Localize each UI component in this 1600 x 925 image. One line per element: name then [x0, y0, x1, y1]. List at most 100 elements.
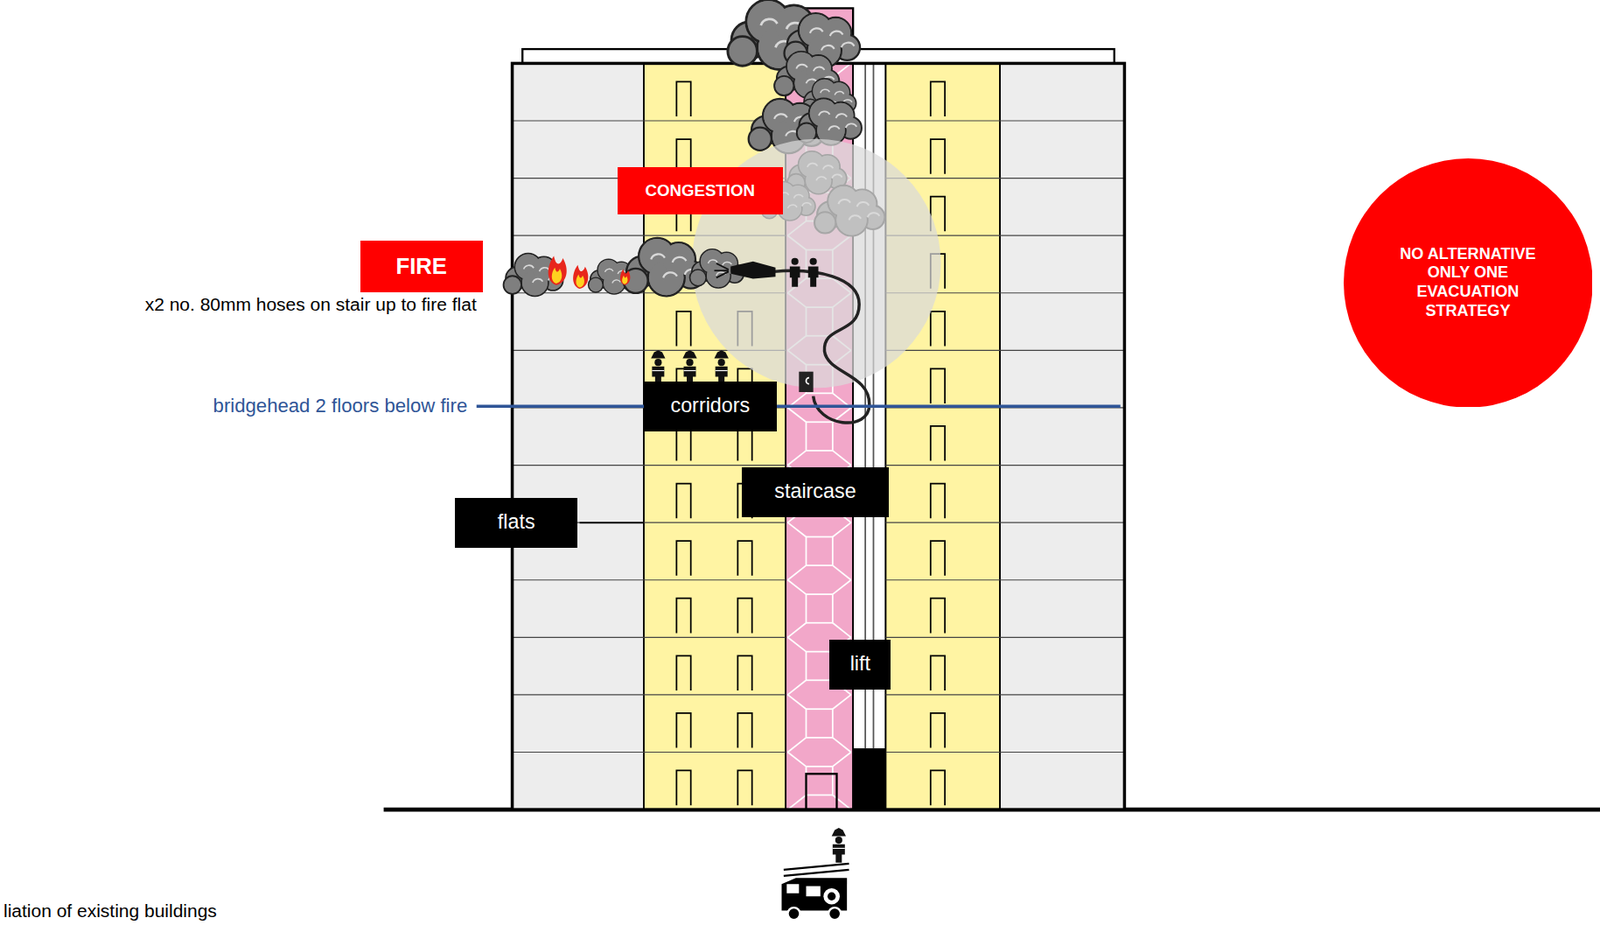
hose-and-nozzle — [716, 271, 729, 278]
smoke-clouds — [774, 113, 788, 119]
flat-doors — [930, 311, 945, 347]
firefighter-figures — [832, 844, 846, 863]
note-text: x2 no. 80mm hoses on stair up to fire fl… — [145, 293, 477, 315]
smoke-clouds — [539, 267, 551, 272]
flat-doors — [930, 368, 945, 404]
floor-lines — [999, 464, 1125, 466]
firefighter-figures — [651, 370, 664, 371]
floor-lines — [999, 751, 1125, 753]
flat-doors — [676, 483, 691, 519]
floor-lines — [885, 693, 1000, 695]
floor-lines — [999, 636, 1125, 638]
firefighter-figures — [789, 266, 801, 287]
floor-lines — [643, 751, 786, 753]
smoke-clouds — [588, 277, 604, 293]
fire-flames — [548, 255, 631, 289]
smoke-clouds — [708, 259, 718, 264]
fire-flames — [551, 267, 563, 284]
floor-lines — [999, 119, 1125, 121]
circle-outline — [1343, 158, 1594, 408]
floor-lines — [999, 177, 1125, 179]
smoke-clouds — [503, 237, 745, 296]
smoke-clouds — [830, 31, 844, 37]
flat-doors — [930, 712, 945, 748]
node-text: CONGESTION — [644, 181, 755, 201]
stair-flights — [805, 678, 832, 681]
fire-flames — [548, 255, 567, 285]
smoke-clouds — [650, 253, 665, 259]
floor-lines — [885, 522, 1000, 524]
floor-lines — [512, 636, 644, 638]
stair-flights — [805, 536, 832, 538]
firefighter-figures — [832, 847, 846, 849]
firefighter-figures — [714, 349, 729, 358]
fire-flames — [548, 255, 567, 285]
stair-flights — [832, 579, 852, 638]
firefighter-figures — [835, 836, 843, 844]
building — [384, 7, 1600, 810]
stair-flights — [788, 522, 807, 580]
flat-doors — [676, 655, 691, 691]
floor-lines — [999, 349, 1125, 351]
floor-lines — [512, 235, 644, 237]
firefighter-figures — [684, 370, 697, 371]
flat-doors — [737, 769, 752, 805]
hose-and-nozzle — [730, 261, 776, 280]
stair-flights — [805, 707, 832, 710]
stair-flights — [805, 593, 832, 595]
warning-box: CONGESTION — [617, 167, 783, 215]
floor-lines — [999, 693, 1125, 695]
smoke-clouds — [774, 51, 839, 98]
flat-doors — [676, 81, 691, 117]
stair-flights — [832, 694, 852, 753]
stair-flights — [832, 751, 852, 810]
stair-flights — [805, 564, 832, 566]
smoke-clouds — [796, 98, 862, 146]
smoke-clouds — [845, 123, 858, 128]
floor-lines — [643, 522, 786, 524]
flat-doors — [930, 598, 945, 634]
smoke-clouds — [828, 125, 840, 131]
smoke-clouds — [820, 89, 830, 93]
building — [852, 747, 886, 810]
stair-flights — [805, 794, 832, 797]
fire-flames — [620, 269, 630, 286]
flat-doors — [737, 426, 752, 462]
flat-doors — [737, 540, 752, 576]
smoke-clouds — [774, 76, 794, 96]
flat-doors — [930, 540, 945, 576]
firefighter-figures — [654, 358, 662, 366]
floor-lines — [885, 751, 1000, 753]
floor-lines — [512, 579, 644, 580]
smoke-clouds — [604, 268, 613, 273]
hose-and-nozzle — [805, 377, 809, 385]
floor-lines — [643, 636, 786, 638]
firefighter-figures — [715, 370, 728, 371]
smoke-clouds — [503, 275, 523, 294]
hose-and-nozzle — [798, 371, 813, 392]
smoke-clouds — [524, 265, 535, 269]
smoke-clouds — [663, 272, 678, 278]
floor-lines — [885, 464, 1000, 466]
hose-and-nozzle — [716, 263, 729, 270]
firefighter-figures — [718, 358, 726, 366]
floor-lines — [999, 579, 1125, 580]
fire-engine — [827, 892, 836, 901]
flat-doors — [930, 769, 945, 805]
flat-doors — [930, 139, 945, 175]
flat-doors — [676, 540, 691, 576]
smoke-clouds — [761, 19, 778, 26]
node-text: NO ALTERNATIVE ONLY ONE EVACUATION STRAT… — [1377, 244, 1559, 322]
fire-engine — [823, 887, 840, 905]
smoke-clouds — [748, 127, 772, 151]
smoke-clouds — [810, 27, 824, 34]
flat-doors — [930, 81, 945, 117]
stair-flights — [805, 736, 832, 739]
smoke-clouds — [836, 113, 848, 119]
stair-flights — [805, 650, 832, 653]
node-text: staircase — [774, 479, 856, 504]
stair-flights — [788, 694, 807, 753]
floor-lines — [512, 464, 644, 466]
part-label-box: staircase — [741, 467, 889, 518]
bridgehead-line — [476, 405, 1121, 408]
